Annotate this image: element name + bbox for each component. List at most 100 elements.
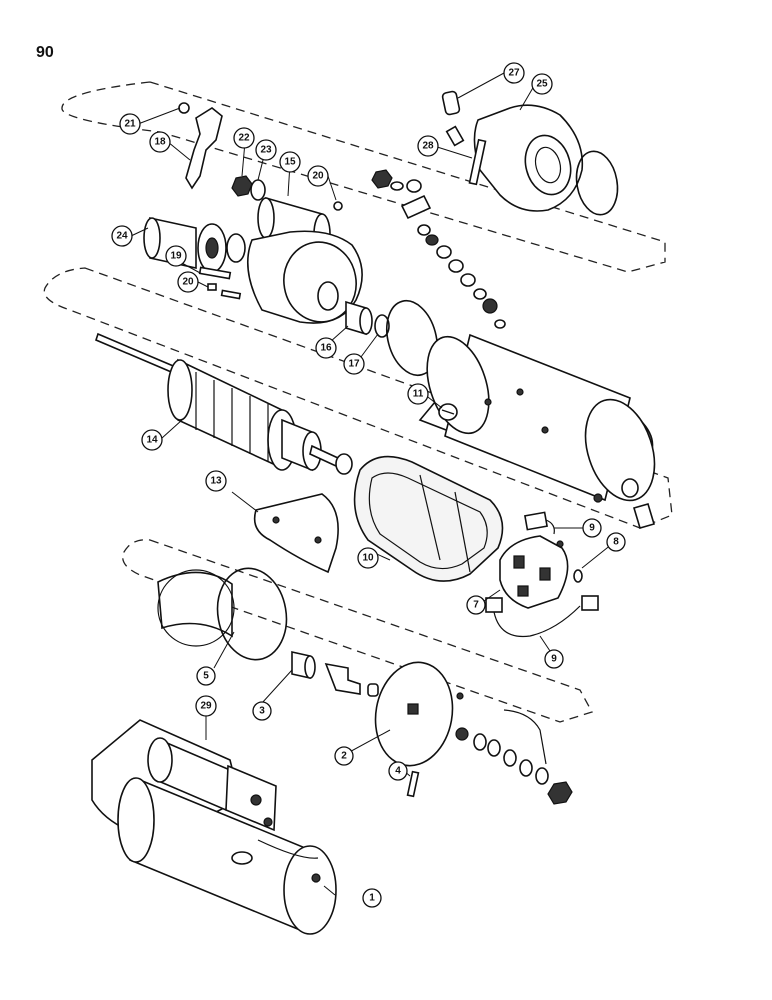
part-19-roll-pin: [198, 266, 232, 280]
part-25-drive-housing: [473, 104, 584, 212]
callout-25: 25: [531, 73, 553, 95]
callout-20-upper: 20: [307, 165, 329, 187]
svg-text:21: 21: [124, 119, 136, 130]
brake-shaft: [324, 662, 361, 695]
callout-9-lower: 9: [544, 649, 564, 669]
svg-text:20: 20: [182, 277, 194, 288]
callout-24: 24: [111, 225, 133, 247]
callout-13: 13: [205, 470, 227, 492]
svg-text:19: 19: [170, 251, 182, 262]
callout-16: 16: [315, 337, 337, 359]
part-9-brush-upper: [524, 511, 555, 535]
small-bolt: [445, 125, 465, 147]
part-7-brush-holder: [499, 535, 569, 609]
callout-1: 1: [362, 888, 382, 908]
part-4-through-bolt: [406, 770, 420, 798]
svg-text:28: 28: [422, 141, 434, 152]
callout-29: 29: [195, 695, 217, 717]
part-10-field-coils: [353, 455, 504, 582]
callout-20-lower: 20: [177, 271, 199, 293]
drive-washer: [226, 233, 246, 263]
part-28-bolt: [468, 138, 487, 186]
callout-14: 14: [141, 429, 163, 451]
part-16-bushing: [345, 300, 373, 336]
part-20-pin-upper: [333, 201, 343, 211]
part-23-washer: [250, 179, 266, 201]
commutator-end-gasket: [216, 567, 288, 661]
part-8-clip: [573, 569, 583, 583]
frame-screw-small: [593, 493, 603, 503]
callout-18: 18: [149, 131, 171, 153]
part-2-end-plate: [374, 661, 454, 767]
svg-text:5: 5: [203, 671, 209, 682]
lower-group-outline: [122, 539, 593, 723]
svg-text:15: 15: [284, 157, 296, 168]
svg-text:14: 14: [146, 435, 158, 446]
frame-washer-right: [621, 478, 639, 498]
svg-text:29: 29: [200, 701, 212, 712]
page-number: 90: [36, 44, 54, 61]
part-13-insulator: [253, 493, 339, 574]
callout-19: 19: [165, 245, 187, 267]
brake-washer: [367, 683, 379, 697]
svg-text:27: 27: [508, 68, 520, 79]
middle-group-outline: [43, 267, 673, 529]
svg-text:23: 23: [260, 145, 272, 156]
part-17-washer: [374, 314, 390, 338]
svg-text:18: 18: [154, 137, 166, 148]
terminal-stack-lower: [455, 692, 573, 805]
callout-7: 7: [466, 595, 486, 615]
callout-27: 27: [503, 62, 525, 84]
large-seal-ring: [575, 150, 619, 216]
part-9-brush-lower: [485, 595, 599, 638]
svg-text:4: 4: [395, 766, 401, 777]
callout-8: 8: [606, 532, 626, 552]
svg-text:7: 7: [473, 600, 479, 611]
svg-text:24: 24: [116, 231, 128, 242]
callout-28: 28: [417, 135, 439, 157]
part-27-pin: [441, 90, 461, 116]
part-21-nut: [178, 102, 190, 114]
svg-text:10: 10: [362, 553, 374, 564]
part-3-bushing: [291, 651, 316, 679]
part-20-pin-lower: [207, 283, 217, 291]
svg-text:16: 16: [320, 343, 332, 354]
svg-text:8: 8: [613, 537, 619, 548]
svg-text:9: 9: [589, 523, 595, 534]
svg-text:20: 20: [312, 171, 324, 182]
frame-bolt-right: [633, 503, 655, 529]
svg-text:25: 25: [536, 79, 548, 90]
armature-thrust-washer: [335, 453, 353, 475]
callout-3: 3: [252, 701, 272, 721]
callout-10: 10: [357, 547, 379, 569]
svg-text:2: 2: [341, 751, 347, 762]
svg-text:3: 3: [259, 706, 265, 717]
part-24-drive-pinion: [143, 217, 227, 273]
callout-11: 11: [407, 383, 429, 405]
callout-4: 4: [388, 761, 408, 781]
leader-lines: [130, 72, 613, 896]
part-11-pole-screw: [438, 403, 458, 421]
callout-22: 22: [233, 127, 255, 149]
svg-text:1: 1: [369, 893, 375, 904]
lever-housing-frame: [246, 230, 363, 324]
svg-text:17: 17: [348, 359, 360, 370]
svg-text:13: 13: [210, 476, 222, 487]
callout-9-upper: 9: [582, 518, 602, 538]
terminal-hardware-stack: [371, 169, 506, 329]
part-22-nut: [231, 175, 253, 197]
small-roll-pin: [220, 289, 242, 300]
callout-5: 5: [196, 666, 216, 686]
callout-21: 21: [119, 113, 141, 135]
part-18-shift-lever: [185, 107, 223, 190]
part-1-starter-assembly: [91, 719, 337, 935]
part-5-cover-band: [157, 569, 235, 647]
svg-text:22: 22: [238, 133, 250, 144]
callout-2: 2: [334, 746, 354, 766]
callout-23: 23: [255, 139, 277, 161]
svg-text:9: 9: [551, 654, 557, 665]
callout-17: 17: [343, 353, 365, 375]
svg-text:11: 11: [413, 389, 424, 400]
part-14-armature: [95, 332, 339, 472]
